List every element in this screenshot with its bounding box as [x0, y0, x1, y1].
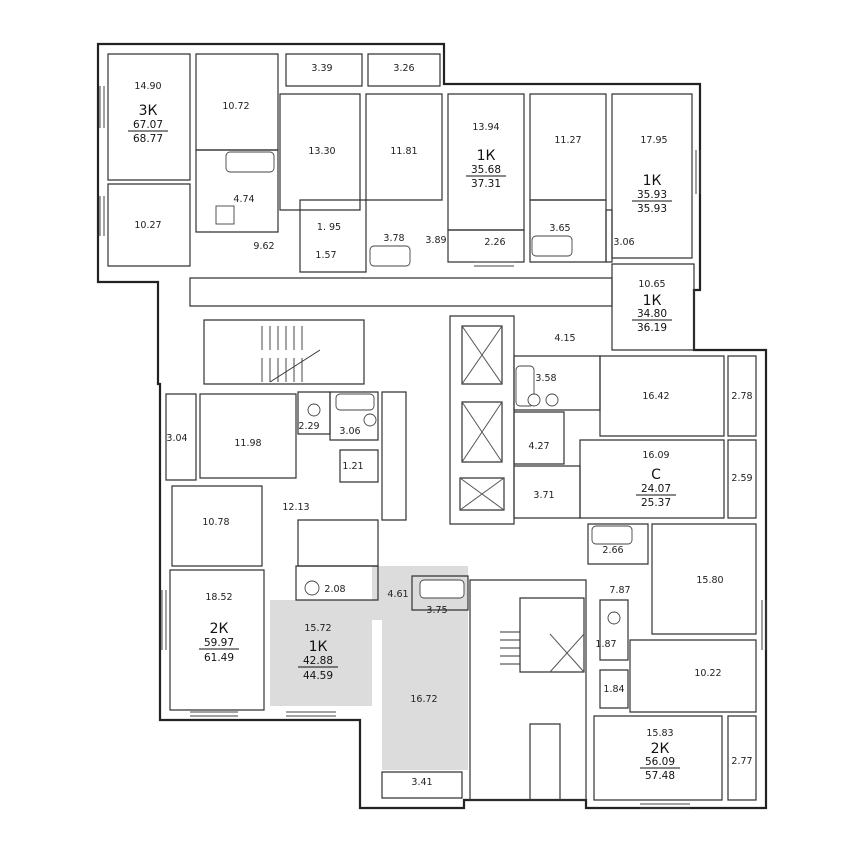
room-area: 2.77	[731, 756, 752, 767]
bathroom-fixtures	[215, 151, 633, 625]
room-area: 3.06	[339, 426, 360, 437]
unit-type: 1К	[309, 639, 328, 655]
room-area: 16.42	[642, 391, 669, 402]
room-area: 11.27	[554, 135, 581, 146]
room-area: 15.72	[304, 623, 331, 634]
room-area: 15.83	[646, 728, 673, 739]
unit-2k-a: 2К 59.97 61.49	[199, 621, 239, 664]
unit-type: 3К	[139, 103, 158, 119]
room-area: 14.90	[134, 81, 161, 92]
room-area: 2.78	[731, 391, 752, 402]
unit-type: С	[651, 467, 661, 483]
room-area: 17.95	[640, 135, 667, 146]
room-area: 13.94	[472, 122, 499, 133]
room-area: 10.22	[694, 668, 721, 679]
unit-total-area: 61.49	[204, 652, 234, 664]
room-area: 4.74	[233, 194, 254, 205]
elevator-shafts	[459, 325, 585, 673]
unit-studio: С 24.07 25.37	[636, 467, 676, 509]
unit-1k-d: 1К 42.88 44.59	[298, 639, 338, 682]
unit-living-area: 59.97	[204, 637, 234, 649]
room-area: 3.58	[535, 373, 556, 384]
room-area: 1.21	[342, 461, 363, 472]
unit-total-area: 25.37	[641, 497, 671, 509]
room-area: 4.15	[554, 333, 575, 344]
unit-living-area: 56.09	[645, 756, 675, 768]
unit-total-area: 36.19	[637, 322, 667, 334]
room-area: 10.78	[202, 517, 229, 528]
windows	[99, 86, 767, 809]
room-area: 3.71	[533, 490, 554, 501]
unit-living-area: 42.88	[303, 655, 333, 667]
unit-1k-b: 1К 35.93 35.93	[632, 173, 672, 215]
unit-living-area: 24.07	[641, 483, 671, 495]
room-area: 2.08	[324, 584, 345, 595]
unit-type: 2К	[651, 741, 670, 757]
room-area: 11.81	[390, 146, 417, 157]
unit-1k-a: 1К 35.68 37.31	[466, 148, 506, 190]
unit-total-area: 37.31	[471, 178, 501, 190]
unit-total-area: 44.59	[303, 670, 333, 682]
room-area: 3.04	[166, 433, 187, 444]
room-area: 16.09	[642, 450, 669, 461]
room-area: 3.89	[425, 235, 446, 246]
unit-type: 1К	[643, 293, 662, 309]
selected-apartment-highlight	[270, 566, 468, 770]
room-area: 3.78	[383, 233, 404, 244]
unit-type: 2К	[210, 621, 229, 637]
interior-walls	[107, 53, 757, 801]
room-area: 4.27	[528, 441, 549, 452]
unit-living-area: 35.68	[471, 164, 501, 176]
room-area: 1.84	[603, 684, 624, 695]
room-area: 2.59	[731, 473, 752, 484]
room-area: 1. 95	[317, 222, 341, 233]
room-area: 2.66	[602, 545, 623, 556]
room-area: 1.87	[595, 639, 616, 650]
room-area: 3.06	[613, 237, 634, 248]
unit-1k-c: 1К 34.80 36.19	[632, 293, 672, 334]
room-area: 12.13	[282, 502, 309, 513]
unit-total-area: 68.77	[133, 133, 163, 145]
stairs-lower	[500, 631, 520, 665]
room-area: 4.61	[387, 589, 408, 600]
room-area: 1.57	[315, 250, 336, 261]
room-area: 15.80	[696, 575, 723, 586]
unit-living-area: 34.80	[637, 308, 667, 320]
unit-type: 1К	[477, 148, 496, 164]
room-area: 13.30	[308, 146, 335, 157]
unit-3k: 3К 67.07 68.77	[128, 103, 168, 145]
room-area: 18.52	[205, 592, 232, 603]
room-area: 10.65	[638, 279, 665, 290]
room-area: 11.98	[234, 438, 261, 449]
room-area: 9.62	[253, 241, 274, 252]
room-area: 3.65	[549, 223, 570, 234]
unit-living-area: 67.07	[133, 119, 163, 131]
unit-type: 1К	[643, 173, 662, 189]
unit-living-area: 35.93	[637, 189, 667, 201]
room-area: 7.87	[609, 585, 630, 596]
room-area: 3.39	[311, 63, 332, 74]
room-area: 10.72	[222, 101, 249, 112]
room-area: 2.29	[298, 421, 319, 432]
room-area: 10.27	[134, 220, 161, 231]
room-labels: 14.90 10.72 3.39 3.26 13.30 11.81 13.94 …	[134, 63, 752, 788]
room-area: 3.41	[411, 777, 432, 788]
unit-total-area: 35.93	[637, 203, 667, 215]
room-area: 3.75	[426, 605, 447, 616]
unit-total-area: 57.48	[645, 770, 675, 782]
stairs-upper	[261, 326, 321, 383]
room-area: 16.72	[410, 694, 437, 705]
room-area: 2.26	[484, 237, 505, 248]
unit-2k-b: 2К 56.09 57.48	[640, 741, 680, 782]
room-area: 3.26	[393, 63, 414, 74]
